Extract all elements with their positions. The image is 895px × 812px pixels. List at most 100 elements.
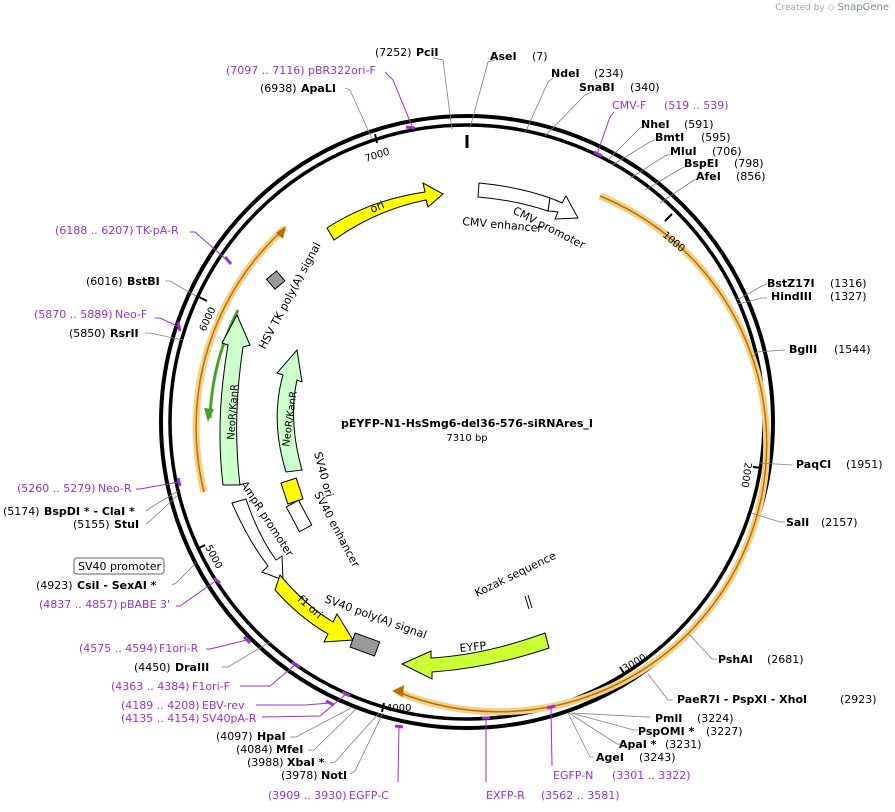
tick-mark xyxy=(374,133,378,144)
site-pos: (595) xyxy=(701,131,731,144)
primer-leader xyxy=(397,725,400,783)
feature-sv40-polya[interactable] xyxy=(349,632,381,657)
feature-ampr-promoter[interactable] xyxy=(231,498,284,581)
site-name[interactable]: BstZ17I xyxy=(767,277,815,290)
primer-name[interactable]: F1ori-F xyxy=(192,680,230,693)
leader-line xyxy=(308,708,357,751)
feature-label-neor-kanr-outer: NeoR/KanR xyxy=(226,384,241,441)
primer-range: (6188 .. 6207) xyxy=(55,224,134,237)
primer-name[interactable]: EXFP-R xyxy=(486,789,525,802)
site-name[interactable]: MfeI xyxy=(276,743,303,756)
site-name[interactable]: CsiI - SexAI * xyxy=(77,579,157,592)
primer-leader xyxy=(155,317,180,328)
site-pos: (6938) xyxy=(260,82,297,95)
feature-neor-kanr-outer[interactable] xyxy=(219,313,251,486)
primer-name[interactable]: EGFP-N xyxy=(553,769,593,782)
site-name[interactable]: RsrII xyxy=(110,327,139,340)
primer-name[interactable]: F1ori-R xyxy=(159,642,199,655)
primer-mark xyxy=(325,699,335,707)
site-name[interactable]: ApaI * xyxy=(619,738,657,751)
site-name[interactable]: MluI xyxy=(670,145,697,158)
site-pos: (340) xyxy=(630,81,660,94)
site-pos: (3227) xyxy=(706,725,743,738)
site-name[interactable]: BstBI xyxy=(127,275,160,288)
site-name[interactable]: NheI xyxy=(641,118,670,131)
site-name[interactable]: HpaI xyxy=(257,730,286,743)
feature-ori[interactable] xyxy=(326,182,444,241)
site-name[interactable]: PspOMI * xyxy=(638,725,695,738)
site-name[interactable]: StuI xyxy=(114,518,139,531)
site-name[interactable]: BspEI xyxy=(684,157,718,170)
leader-line xyxy=(687,632,717,660)
site-name[interactable]: BmtI xyxy=(655,131,684,144)
tick-mark xyxy=(196,544,206,550)
site-name[interactable]: NotI xyxy=(321,769,347,782)
site-name[interactable]: PaqCI xyxy=(796,458,831,471)
orf-arc-eyfp-region xyxy=(396,192,771,716)
leader-line xyxy=(751,349,786,359)
leader-line xyxy=(344,87,373,140)
primer-mark xyxy=(546,704,556,710)
primer-range: (5870 .. 5889) xyxy=(34,308,113,321)
feature-cmv-promoter[interactable] xyxy=(547,194,579,220)
site-name[interactable]: PaeR7I - PspXI - XhoI xyxy=(677,693,807,706)
site-name[interactable]: PshAI xyxy=(718,653,753,666)
site-pos: (2681) xyxy=(767,653,804,666)
feature-eyfp[interactable] xyxy=(400,632,550,680)
primer-leader xyxy=(596,111,615,155)
feature-neor-kanr-inner[interactable] xyxy=(276,348,303,473)
site-pos: (6016) xyxy=(86,275,123,288)
site-pos: (5850) xyxy=(69,327,106,340)
feature-kozak-mark[interactable] xyxy=(524,595,530,610)
feature-label-sv40-promoter: SV40 promoter xyxy=(78,560,162,573)
site-name[interactable]: XbaI * xyxy=(287,756,325,769)
site-pos: (3988) xyxy=(247,756,284,769)
orf-arc-neo xyxy=(208,309,240,419)
primer-name[interactable]: CMV-F xyxy=(612,99,646,112)
feature-f1-ori[interactable] xyxy=(274,573,354,643)
site-pos: (1951) xyxy=(846,458,883,471)
site-name[interactable]: AfeI xyxy=(696,170,721,183)
site-name[interactable]: AgeI xyxy=(596,751,624,764)
feature-label-hsv-tk-polya: HSV TK poly(A) signal xyxy=(256,240,323,351)
feature-cmv-enhancer[interactable] xyxy=(477,182,551,212)
leader-line xyxy=(432,57,453,131)
primer-leader xyxy=(384,71,413,127)
primer-name[interactable]: SV40pA-R xyxy=(202,712,257,725)
feature-hsv-tk-polya[interactable] xyxy=(265,270,286,290)
site-name[interactable]: BglII xyxy=(789,343,817,356)
site-name[interactable]: AseI xyxy=(490,50,517,63)
leader-line xyxy=(647,673,673,701)
site-name[interactable]: NdeI xyxy=(551,67,580,80)
primer-name[interactable]: Neo-F xyxy=(115,308,147,321)
leader-line xyxy=(568,712,621,745)
site-name[interactable]: ApaLI xyxy=(301,82,336,95)
primer-leaders xyxy=(136,71,615,783)
site-name[interactable]: SalI xyxy=(786,516,809,529)
site-pos: (234) xyxy=(594,67,624,80)
primer-name[interactable]: Neo-R xyxy=(98,482,132,495)
primer-name[interactable]: pBABE 3' xyxy=(120,598,170,611)
primer-name[interactable]: pBR322ori-F xyxy=(308,64,376,77)
site-pos: (1544) xyxy=(834,343,871,356)
site-name[interactable]: PmlI xyxy=(655,712,682,725)
orf-arrowhead-neo xyxy=(204,408,214,422)
primer-name[interactable]: EBV-rev xyxy=(202,699,245,712)
feature-sv40-ori[interactable] xyxy=(280,477,304,505)
site-pos: (1316) xyxy=(830,277,867,290)
site-name[interactable]: SnaBI xyxy=(579,81,615,94)
feature-sv40-enhancer[interactable] xyxy=(285,499,313,533)
tick-label: 7000 xyxy=(364,147,392,165)
leader-line xyxy=(290,707,352,738)
primer-name[interactable]: EGFP-C xyxy=(349,789,389,802)
snapgene-name: SnapGene xyxy=(837,2,889,13)
feature-kozak-mark-2 xyxy=(527,594,533,609)
primer-name[interactable]: TK-pA-R xyxy=(135,224,179,237)
leader-line xyxy=(145,332,184,341)
leader-line xyxy=(736,283,768,301)
site-name[interactable]: DraIII xyxy=(175,661,209,674)
site-name[interactable]: HindIII xyxy=(771,290,812,303)
site-name[interactable]: BspDI * - ClaI * xyxy=(44,505,135,518)
site-name[interactable]: PciI xyxy=(416,46,438,59)
primer-mark xyxy=(223,256,233,265)
